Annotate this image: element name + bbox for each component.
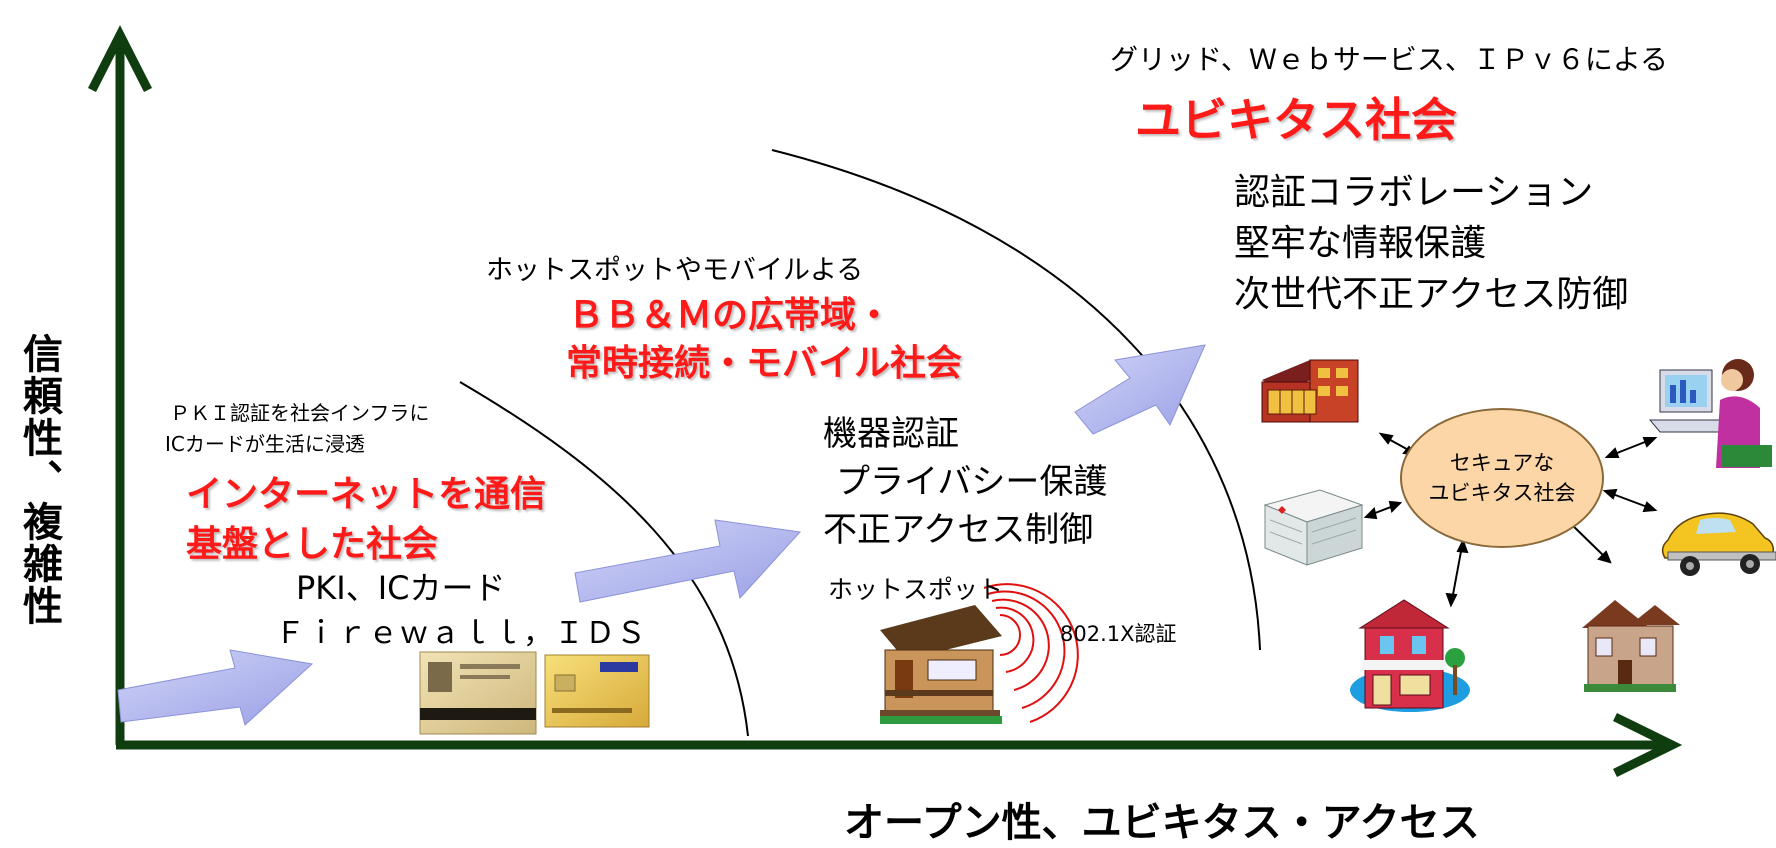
hub-label-line2: ユビキタス社会 — [1428, 481, 1576, 505]
y-axis — [87, 25, 153, 745]
stage1-note-line2: ICカードが生活に浸透 — [165, 432, 365, 456]
stage2-tech-line3: 不正アクセス制御 — [823, 510, 1094, 550]
stage1-tech-line2: Ｆｉｒｅｗａｌｌ，ＩＤＳ — [275, 616, 647, 651]
stage2-title-line1: ＢＢ＆Ｍの広帯域・ — [568, 295, 893, 336]
office-building-icon — [1261, 359, 1359, 423]
stage2-tech-line1: 機器認証 — [823, 414, 959, 454]
x-axis-label: オープン性、ユビキタス・アクセス — [844, 800, 1480, 846]
stage1-tech-line1: PKI、ICカード — [296, 569, 506, 607]
stage3-note: グリッド、Ｗｅｂサービス、ＩＰｖ６による — [1110, 43, 1669, 76]
x-axis — [116, 712, 1683, 778]
stage2-tech-line2: プライバシー保護 — [836, 462, 1108, 502]
stage-boundary-arc-2 — [771, 149, 1261, 651]
auth-label: 802.1X認証 — [1060, 622, 1177, 646]
stage1-note-line1: ＰＫＩ認証を社会インフラに — [170, 401, 430, 425]
credit-card-image — [544, 654, 650, 728]
hotspot-label: ホットスポット — [828, 575, 1004, 604]
progress-arrow-3 — [1074, 344, 1206, 435]
hub-label-line1: セキュアな — [1449, 451, 1555, 475]
stage2-title-line2: 常時接続・モバイル社会 — [566, 343, 963, 384]
id-card-image — [419, 651, 537, 735]
wireless-signal-icon — [983, 583, 1079, 723]
secure-ubiquitous-hub: セキュアな ユビキタス社会 — [1400, 408, 1604, 548]
stage3-tech-line3: 次世代不正アクセス防御 — [1234, 274, 1629, 315]
stage3-tech-line2: 堅牢な情報保護 — [1234, 223, 1487, 264]
stage2-note: ホットスポットやモバイルよる — [486, 255, 864, 286]
stage3-title: ユビキタス社会 — [1135, 93, 1457, 147]
stage3-tech-line1: 認証コラボレーション — [1234, 172, 1594, 213]
house-icon — [880, 605, 1002, 724]
hospital-icon — [1263, 489, 1364, 566]
stage1-title-line1: インターネットを通信 — [186, 474, 547, 515]
computer-user-icon — [1648, 359, 1772, 468]
y-axis-label: 信頼性、複雑性 — [16, 333, 62, 627]
home-icon — [1582, 600, 1680, 692]
taxi-icon — [1661, 512, 1776, 576]
stage1-title-line2: 基盤とした社会 — [186, 524, 439, 565]
shop-icon — [1350, 599, 1470, 712]
stage-boundary-arc-1 — [459, 381, 749, 737]
progress-arrow-1 — [117, 649, 314, 726]
progress-arrow-2 — [574, 519, 802, 603]
